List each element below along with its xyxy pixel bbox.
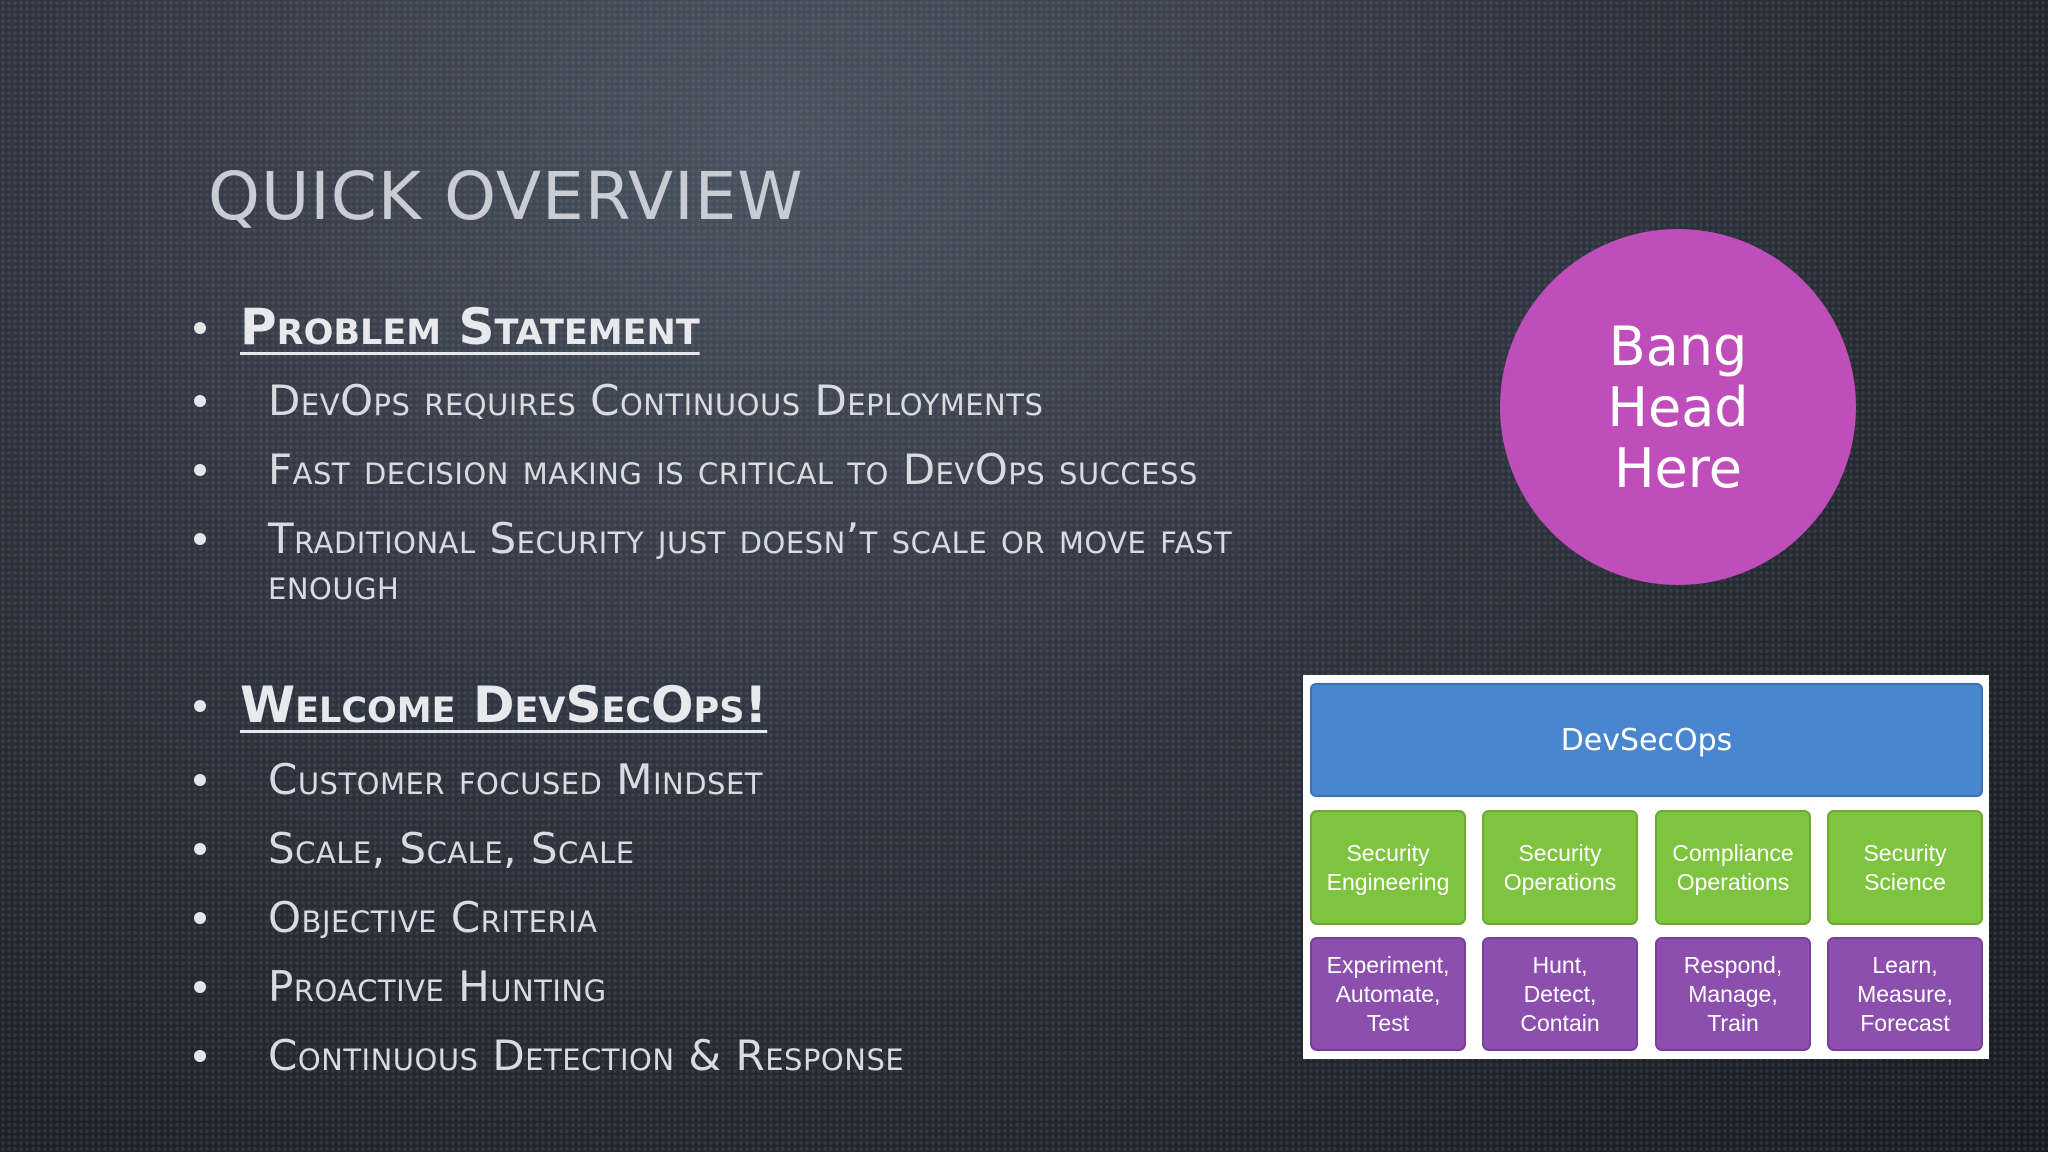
list-item-text: Customer focused Mindset	[268, 755, 763, 804]
diagram-area-cell: Security Operations	[1482, 810, 1638, 925]
slide-title: QUICK OVERVIEW	[208, 158, 804, 235]
list-item-text: DevOps requires Continuous Deployments	[268, 376, 1044, 425]
diagram-activity-cell: Hunt, Detect, Contain	[1482, 937, 1638, 1051]
bang-head-circle[interactable]: Bang Head Here	[1500, 229, 1856, 585]
bullet-dot	[194, 981, 206, 993]
bullet-dot	[194, 464, 206, 476]
devsecops-diagram: DevSecOps Security Engineering Security …	[1303, 675, 1989, 1059]
bullet-dot	[194, 395, 206, 407]
bullet-dot	[194, 774, 206, 786]
bullet-dot	[194, 322, 206, 334]
bullet-dot	[194, 843, 206, 855]
bullet-dot	[194, 700, 206, 712]
bullet-dot	[194, 533, 206, 545]
list-item-text: Fast decision making is critical to DevO…	[268, 445, 1198, 494]
diagram-area-cell: Security Engineering	[1310, 810, 1466, 925]
list-item-text: Traditional Security just doesn’t scale …	[268, 514, 1233, 609]
list-item-text: Objective Criteria	[268, 893, 598, 942]
section-heading-problem: Problem Statement	[240, 298, 700, 356]
bullet-dot	[194, 1050, 206, 1062]
bullet-dot	[194, 912, 206, 924]
diagram-top-box: DevSecOps	[1310, 683, 1983, 797]
diagram-activity-cell: Respond, Manage, Train	[1655, 937, 1811, 1051]
section-heading-welcome: Welcome DevSecOps!	[240, 676, 768, 734]
list-item-text: Continuous Detection & Response	[268, 1031, 905, 1080]
diagram-activity-cell: Experiment, Automate, Test	[1310, 937, 1466, 1051]
list-item-text: Scale, Scale, Scale	[268, 824, 635, 873]
diagram-area-cell: Security Science	[1827, 810, 1983, 925]
diagram-area-cell: Compliance Operations	[1655, 810, 1811, 925]
circle-label: Bang Head Here	[1607, 314, 1749, 500]
diagram-activity-cell: Learn, Measure, Forecast	[1827, 937, 1983, 1051]
list-item-text: Proactive Hunting	[268, 962, 607, 1011]
